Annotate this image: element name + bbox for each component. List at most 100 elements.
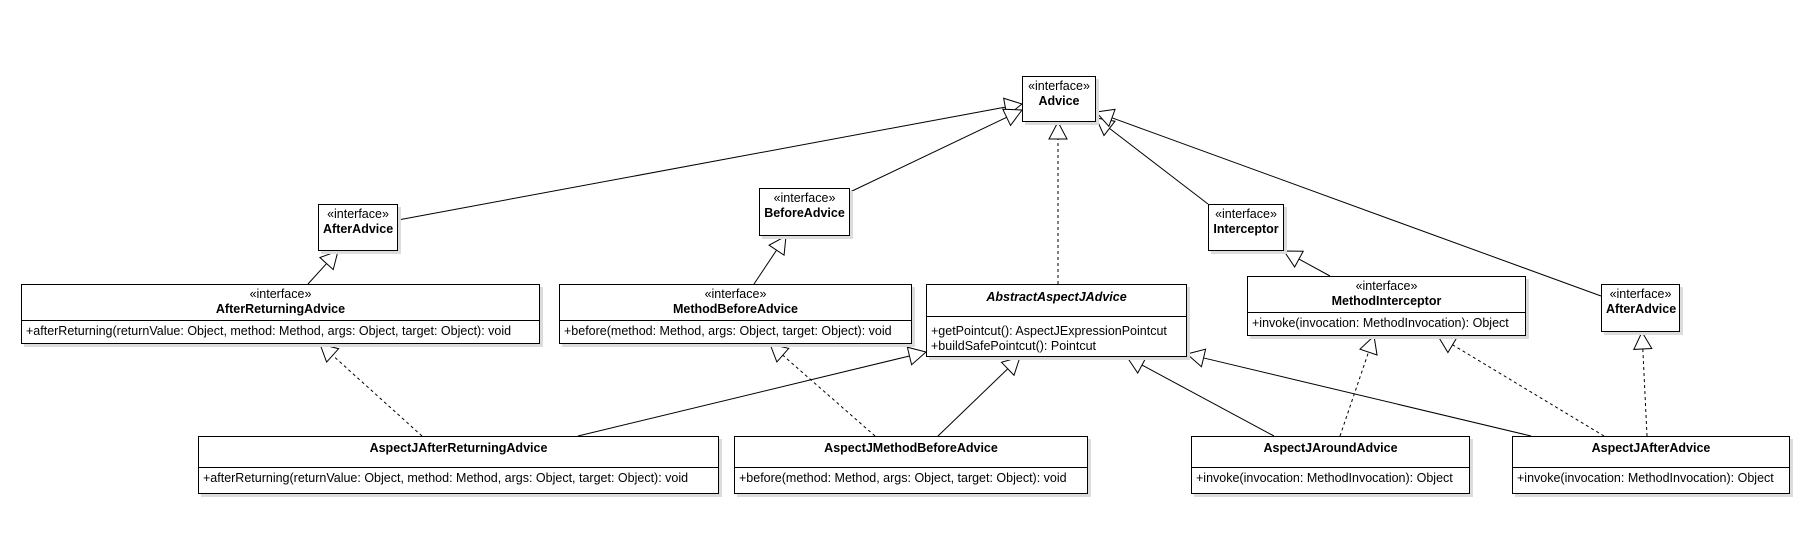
operation: +before(method: Method, args: Object, ta… [564,324,892,338]
hollow-arrowhead [769,343,790,363]
operations-section: +afterReturning(returnValue: Object, met… [22,320,539,343]
class-interceptor[interactable]: «interface» Interceptor [1208,204,1284,251]
hollow-arrowhead [1001,108,1023,127]
attributes-section [927,316,1186,321]
relation-line [577,355,910,437]
operations-section: +invoke(invocation: MethodInvocation): O… [1513,467,1789,490]
operations-section: +getPointcut(): AspectJExpressionPointcu… [927,321,1186,358]
class-name: AbstractAspectJAdvice [986,290,1127,304]
class-aspectj-after-returning-advice[interactable]: AspectJAfterReturningAdvice +afterReturn… [198,436,719,494]
relation-line [1642,348,1648,437]
relation-line [849,116,1007,193]
relation-realization [769,343,876,437]
relation-realization [319,343,423,437]
operation: +afterReturning(returnValue: Object, met… [26,324,512,338]
class-method-interceptor[interactable]: «interface» MethodInterceptor +invoke(in… [1247,276,1526,336]
relation-line [753,249,777,285]
relation-line [1109,127,1209,205]
operations-section: +before(method: Method, args: Object, ta… [560,320,911,343]
relation-realization [1048,120,1068,284]
hollow-arrowhead [906,346,928,366]
hollow-arrowhead [1185,348,1207,368]
operations-section: +invoke(invocation: MethodInvocation): O… [1248,312,1525,335]
relation-line [937,368,1009,437]
hollow-arrowhead [1048,120,1068,140]
class-name: AspectJMethodBeforeAdvice [824,441,998,455]
relation-generalization [753,235,787,285]
hollow-arrowhead [318,250,339,271]
operation: +invoke(invocation: MethodInvocation): O… [1252,316,1509,330]
stereotype-label: «interface» [1028,79,1090,93]
hollow-arrowhead [1359,334,1378,356]
hollow-arrowhead [1126,356,1148,374]
stereotype-label: «interface» [1609,287,1672,301]
relation-line [1141,364,1275,437]
relation-line [332,355,423,437]
operation: +afterReturning(returnValue: Object, met… [203,471,689,485]
operations-section: +before(method: Method, args: Object, ta… [735,467,1087,490]
class-aspectj-around-advice[interactable]: AspectJAroundAdvice +invoke(invocation: … [1191,436,1470,494]
relation-generalization [307,250,339,285]
relation-generalization [1283,250,1331,277]
class-method-before-advice[interactable]: «interface» MethodBeforeAdvice +before(m… [559,284,912,344]
class-name: AfterReturningAdvice [215,302,346,316]
hollow-arrowhead [1633,330,1653,350]
relation-realization [1437,335,1605,437]
operation: +buildSafePointcut(): Pointcut [931,339,1097,353]
hollow-arrowhead [768,235,787,257]
hollow-arrowhead [1437,335,1459,354]
relation-line [307,263,327,285]
class-name: BeforeAdvice [764,206,845,220]
relation-line [1203,357,1532,437]
stereotype-label: «interface» [773,191,836,205]
class-after-advice-right[interactable]: «interface» AfterAdvice [1601,284,1680,332]
stereotype-label: «interface» [249,287,312,301]
hollow-arrowhead [1000,356,1021,377]
class-name: MethodBeforeAdvice [672,302,799,316]
relation-realization [1339,334,1378,437]
class-after-returning-advice[interactable]: «interface» AfterReturningAdvice +afterR… [21,284,540,344]
relation-generalization [1126,356,1275,437]
class-aspectj-after-advice[interactable]: AspectJAfterAdvice +invoke(invocation: M… [1512,436,1790,494]
operation: +invoke(invocation: MethodInvocation): O… [1196,471,1453,485]
stereotype-label: «interface» [1355,279,1418,293]
relation-line [782,354,876,437]
operations-section: +afterReturning(returnValue: Object, met… [199,467,718,490]
class-name: AfterAdvice [1606,302,1677,316]
class-abstract-aspectj-advice[interactable]: AbstractAspectJAdvice +getPointcut(): As… [926,284,1187,357]
class-name: MethodInterceptor [1331,294,1442,308]
operation: +invoke(invocation: MethodInvocation): O… [1517,471,1774,485]
class-name: AspectJAfterAdvice [1591,441,1711,455]
hollow-arrowhead [1094,108,1116,128]
relation-generalization [1185,348,1532,437]
class-name: Advice [1038,94,1080,108]
relation-line [1298,258,1331,277]
stereotype-label: «interface» [327,207,389,221]
operations-section: +invoke(invocation: MethodInvocation): O… [1192,467,1469,490]
relation-generalization [937,356,1021,437]
relation-generalization [397,97,1024,221]
class-before-advice[interactable]: «interface» BeforeAdvice [759,188,850,236]
class-name: AspectJAfterReturningAdvice [369,441,548,455]
hollow-arrowhead [1283,250,1305,268]
relation-generalization [849,108,1023,193]
operation: +getPointcut(): AspectJExpressionPointcu… [931,324,1167,338]
stereotype-label: «interface» [704,287,767,301]
relation-line [1111,117,1602,297]
stereotype-label: «interface» [1215,207,1277,221]
class-name: Interceptor [1213,222,1279,236]
relation-realization [1633,330,1653,437]
relation-line [397,106,1006,221]
class-aspectj-method-before-advice[interactable]: AspectJMethodBeforeAdvice +before(method… [734,436,1088,494]
operation: +before(method: Method, args: Object, ta… [739,471,1067,485]
relation-generalization [1094,108,1602,297]
hollow-arrowhead [319,343,340,364]
class-after-advice-top[interactable]: «interface» AfterAdvice [318,204,398,251]
class-advice[interactable]: «interface» Advice [1022,76,1096,122]
class-name: AfterAdvice [323,222,394,236]
relation-generalization [1095,117,1209,205]
relation-generalization [577,346,928,437]
class-name: AspectJAroundAdvice [1263,441,1398,455]
